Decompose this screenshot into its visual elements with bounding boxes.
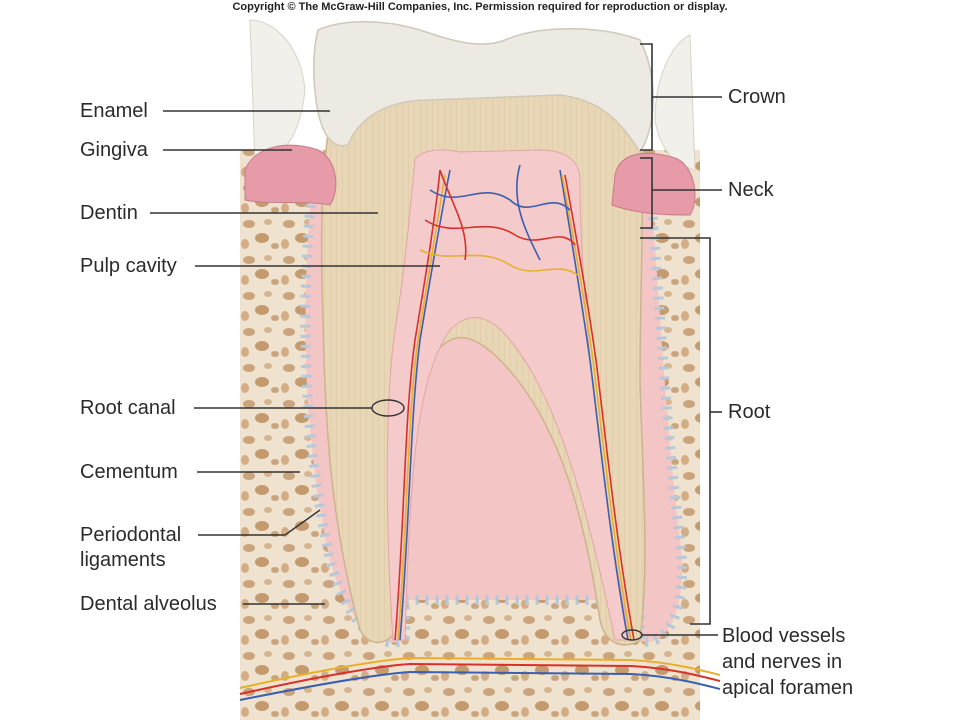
- pulp-vessels: [394, 164, 635, 641]
- pulp-cavity: [386, 149, 631, 641]
- label-apical-line2: and nerves in: [722, 651, 843, 673]
- neighbor-tooth-right: [654, 34, 696, 171]
- label-neck: Neck: [728, 179, 774, 201]
- copyright-notice: Copyright © The McGraw-Hill Companies, I…: [232, 1, 728, 13]
- neighbor-tooth-left: [249, 19, 306, 166]
- label-crown: Crown: [728, 86, 786, 108]
- label-periodontal-line2: ligaments: [80, 549, 166, 571]
- label-periodontal-line1: Periodontal: [80, 524, 182, 546]
- label-root-canal: Root canal: [80, 397, 176, 419]
- label-dentin: Dentin: [80, 202, 138, 224]
- label-gingiva: Gingiva: [80, 139, 148, 161]
- label-root: Root: [728, 401, 771, 423]
- label-apical-line1: Blood vessels: [722, 625, 846, 647]
- brackets-right: [640, 43, 722, 636]
- leader-lines-left: [150, 110, 440, 605]
- label-cementum: Cementum: [80, 461, 178, 483]
- label-dental-alveolus: Dental alveolus: [80, 593, 217, 615]
- label-enamel: Enamel: [80, 100, 148, 122]
- gingiva-right: [611, 152, 696, 216]
- label-apical-line3: apical foramen: [722, 677, 854, 699]
- enamel: [313, 21, 654, 154]
- gingiva-left: [244, 144, 337, 206]
- label-pulp-cavity: Pulp cavity: [80, 255, 177, 277]
- basal-vessels: [239, 656, 721, 701]
